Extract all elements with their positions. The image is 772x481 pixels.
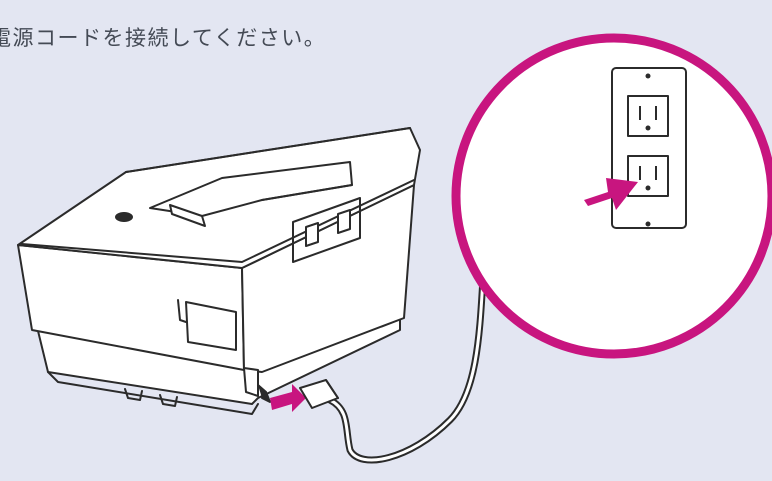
insert-arrow-icon [270,384,306,412]
insert-arrow-icon [584,178,638,210]
wall-outlet-icon [611,67,687,229]
printer-icon [17,127,421,415]
zoom-detail-circle [451,33,772,359]
instruction-text: 電源コードを接続してください。 [0,26,327,50]
